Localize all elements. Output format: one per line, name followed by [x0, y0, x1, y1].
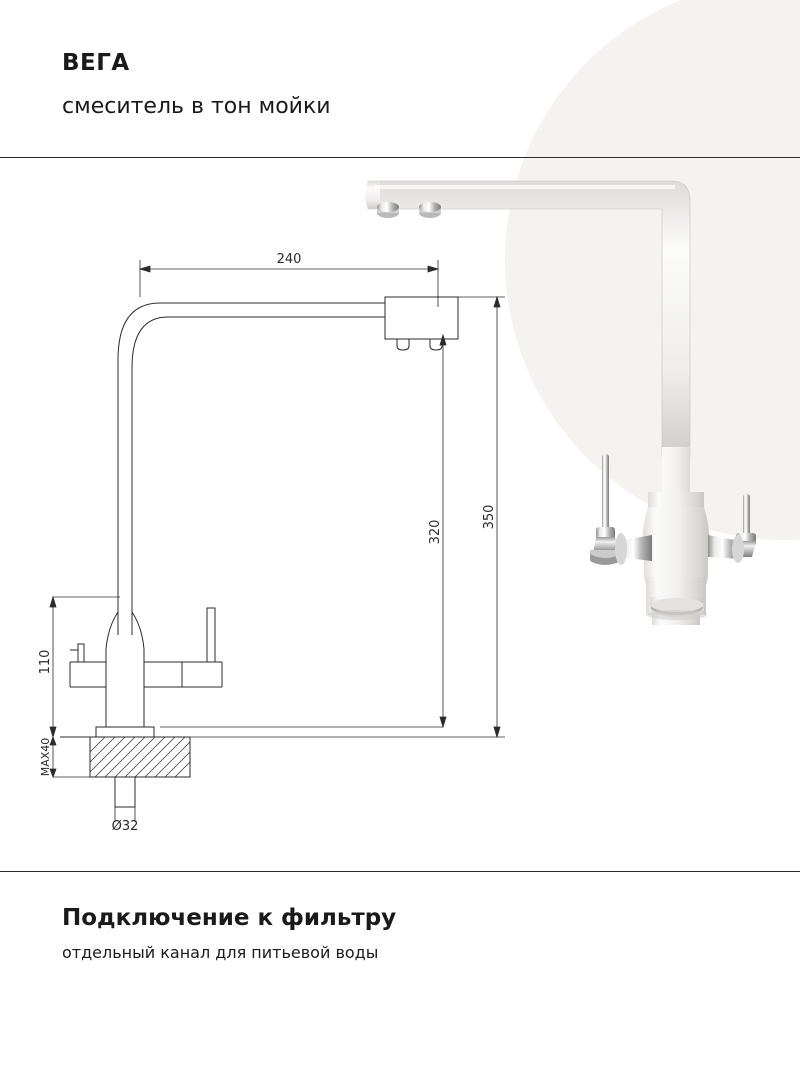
- footer-block: Подключение к фильтру отдельный канал дл…: [62, 905, 396, 962]
- header-block: ВЕГА смеситель в тон мойки: [62, 50, 331, 120]
- dim-handle-height: 110: [38, 650, 53, 675]
- product-photo: [0, 157, 800, 871]
- divider-bottom: [0, 871, 800, 872]
- page-title: ВЕГА: [62, 50, 130, 76]
- page-subtitle: смеситель в тон мойки: [62, 93, 331, 119]
- dim-max-thickness: MAX40: [39, 738, 52, 777]
- dim-hole-diameter: Ø32: [112, 819, 139, 834]
- footer-subtitle: отдельный канал для питьевой воды: [62, 942, 379, 962]
- technical-drawing: 240 320 350 110 MAX40 Ø32: [0, 157, 800, 871]
- dim-spout-height: 320: [428, 520, 443, 545]
- divider-top: [0, 157, 800, 158]
- footer-title: Подключение к фильтру: [62, 905, 397, 931]
- dim-total-height: 350: [482, 505, 497, 530]
- dim-spout-reach: 240: [277, 252, 302, 267]
